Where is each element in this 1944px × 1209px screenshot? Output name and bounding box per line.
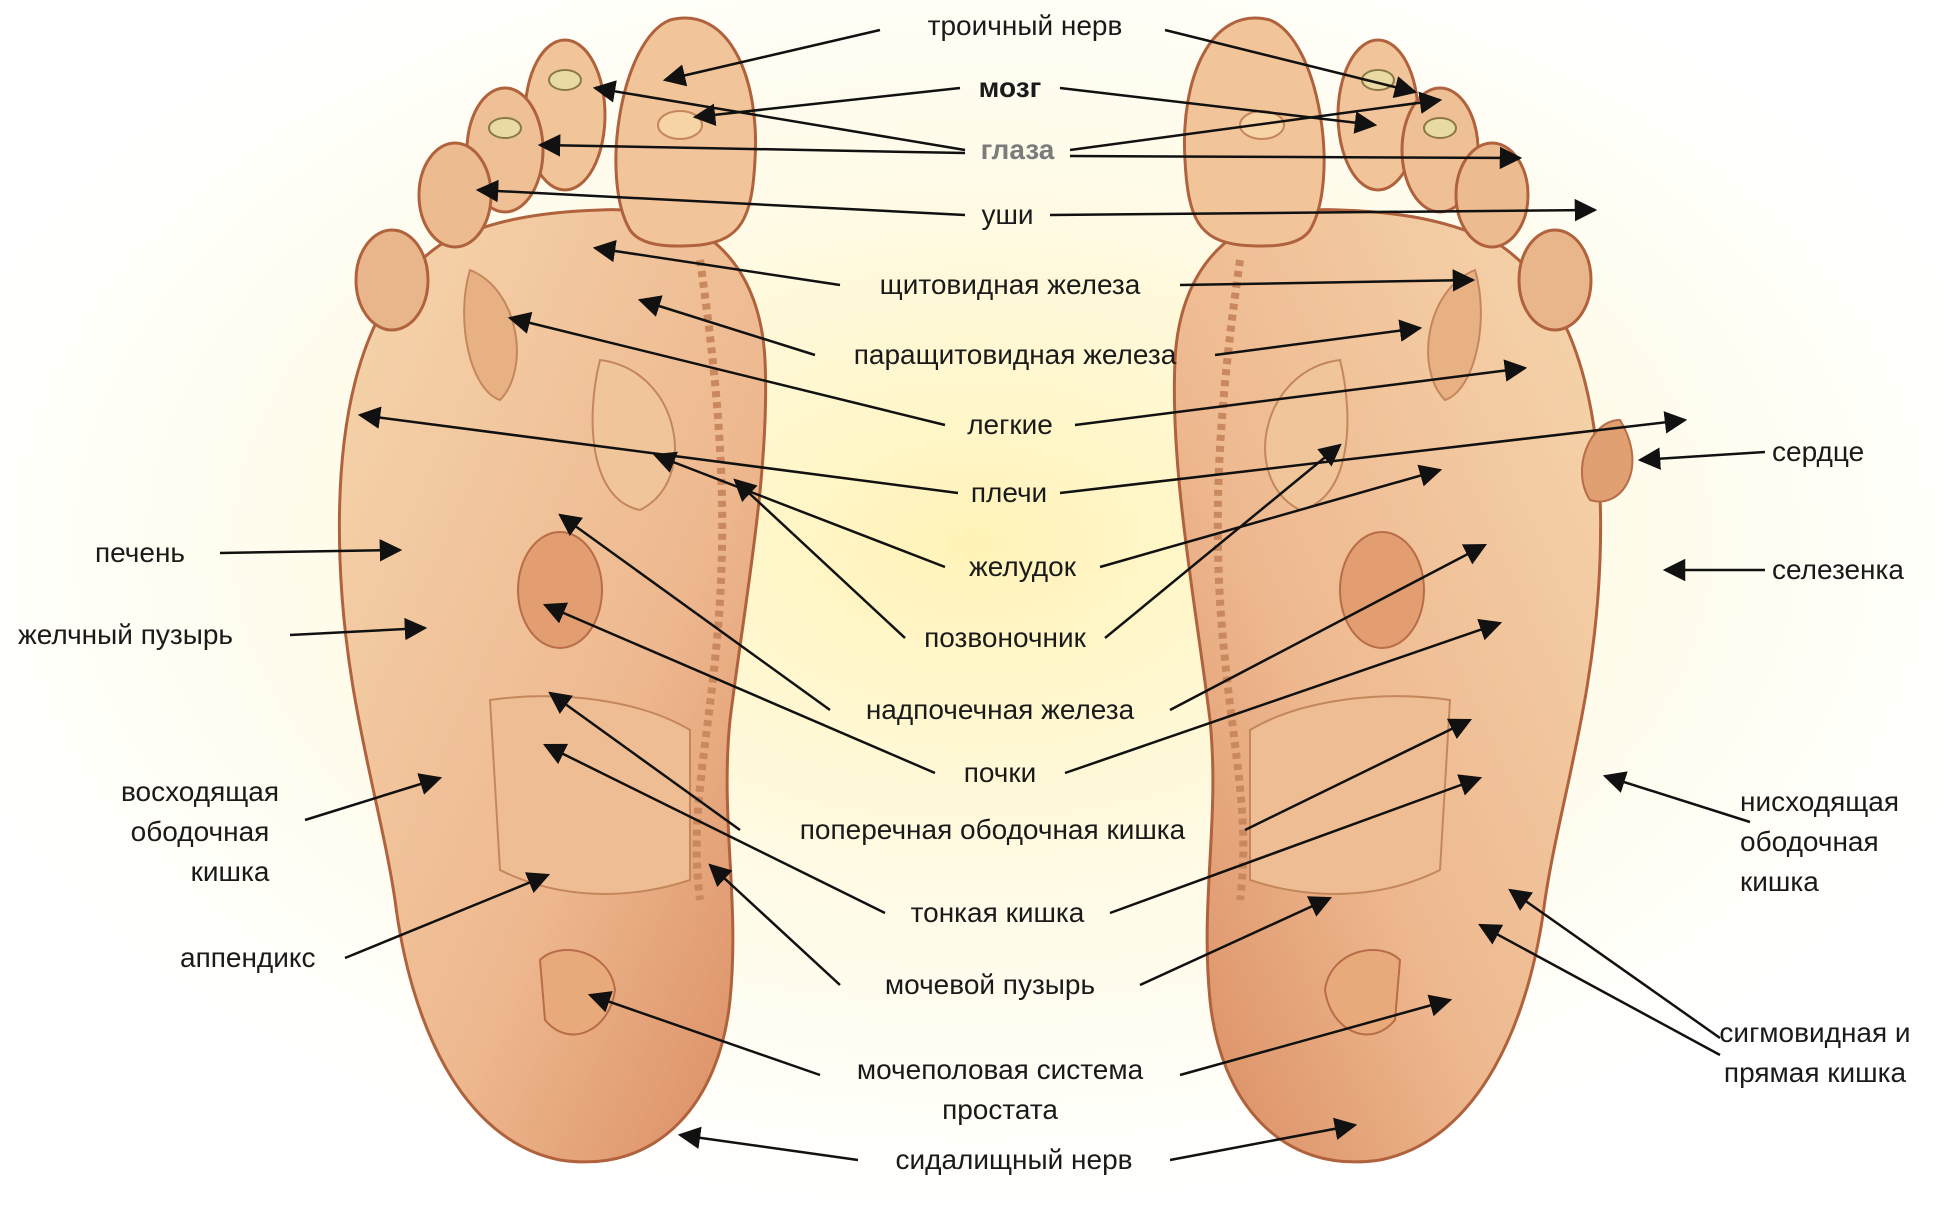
right-intestine-zone: [1250, 696, 1450, 894]
label-transverse-colon: поперечная ободочная кишка: [740, 814, 1245, 846]
left-toe-4: [419, 143, 491, 247]
label-ascending-line-2: ободочная: [95, 816, 305, 848]
label-shoulders: плечи: [958, 477, 1060, 509]
left-eye-zone: [549, 70, 581, 90]
left-brain-zone: [658, 111, 702, 139]
label-bladder: мочевой пузырь: [840, 969, 1140, 1001]
label-thyroid: щитовидная железа: [840, 269, 1180, 301]
label-sigmoid-line-2: прямая кишка: [1690, 1057, 1940, 1089]
label-sciatic-nerve: сидалищный нерв: [858, 1144, 1170, 1176]
label-descending-line-2: ободочная: [1740, 826, 1899, 858]
label-adrenal: надпочечная железа: [830, 694, 1170, 726]
label-ascending-colon: восходящая ободочная кишка: [95, 776, 305, 888]
label-urogenital: мочеполовая система простата: [820, 1054, 1180, 1126]
left-eye-zone-2: [489, 118, 521, 138]
label-sigmoid-line-1: сигмовидная и: [1690, 1017, 1940, 1049]
right-toe-5: [1519, 230, 1591, 330]
left-intestine-zone: [490, 696, 690, 894]
label-liver: печень: [95, 537, 185, 569]
label-ascending-line-1: восходящая: [95, 776, 305, 808]
label-descending-line-3: кишка: [1740, 866, 1899, 898]
label-spleen: селезенка: [1772, 554, 1904, 586]
label-urogenital-line-2: простата: [820, 1094, 1180, 1126]
label-descending-line-1: нисходящая: [1740, 786, 1899, 818]
label-appendix: аппендикс: [180, 942, 315, 974]
label-urogenital-line-1: мочеполовая система: [820, 1054, 1180, 1086]
label-brain: мозг: [960, 72, 1060, 104]
right-kidney-zone: [1340, 532, 1424, 648]
label-sigmoid-rectum: сигмовидная и прямая кишка: [1690, 1017, 1940, 1089]
right-eye-zone-2: [1424, 118, 1456, 138]
label-parathyroid: паращитовидная железа: [815, 339, 1215, 371]
label-heart: сердце: [1772, 436, 1864, 468]
label-spine: позвоночник: [905, 622, 1105, 654]
label-eyes: глаза: [965, 134, 1070, 166]
label-ascending-line-3: кишка: [95, 856, 305, 888]
label-kidneys: почки: [935, 757, 1065, 789]
label-small-intestine: тонкая кишка: [885, 897, 1110, 929]
left-toe-5: [356, 230, 428, 330]
label-ears: уши: [965, 199, 1050, 231]
label-trigeminal-nerve: троичный нерв: [880, 10, 1170, 42]
left-kidney-zone: [518, 532, 602, 648]
label-lungs: легкие: [945, 409, 1075, 441]
label-gallbladder: желчный пузырь: [18, 619, 233, 651]
label-stomach: желудок: [945, 551, 1100, 583]
label-descending-colon: нисходящая ободочная кишка: [1740, 786, 1899, 898]
